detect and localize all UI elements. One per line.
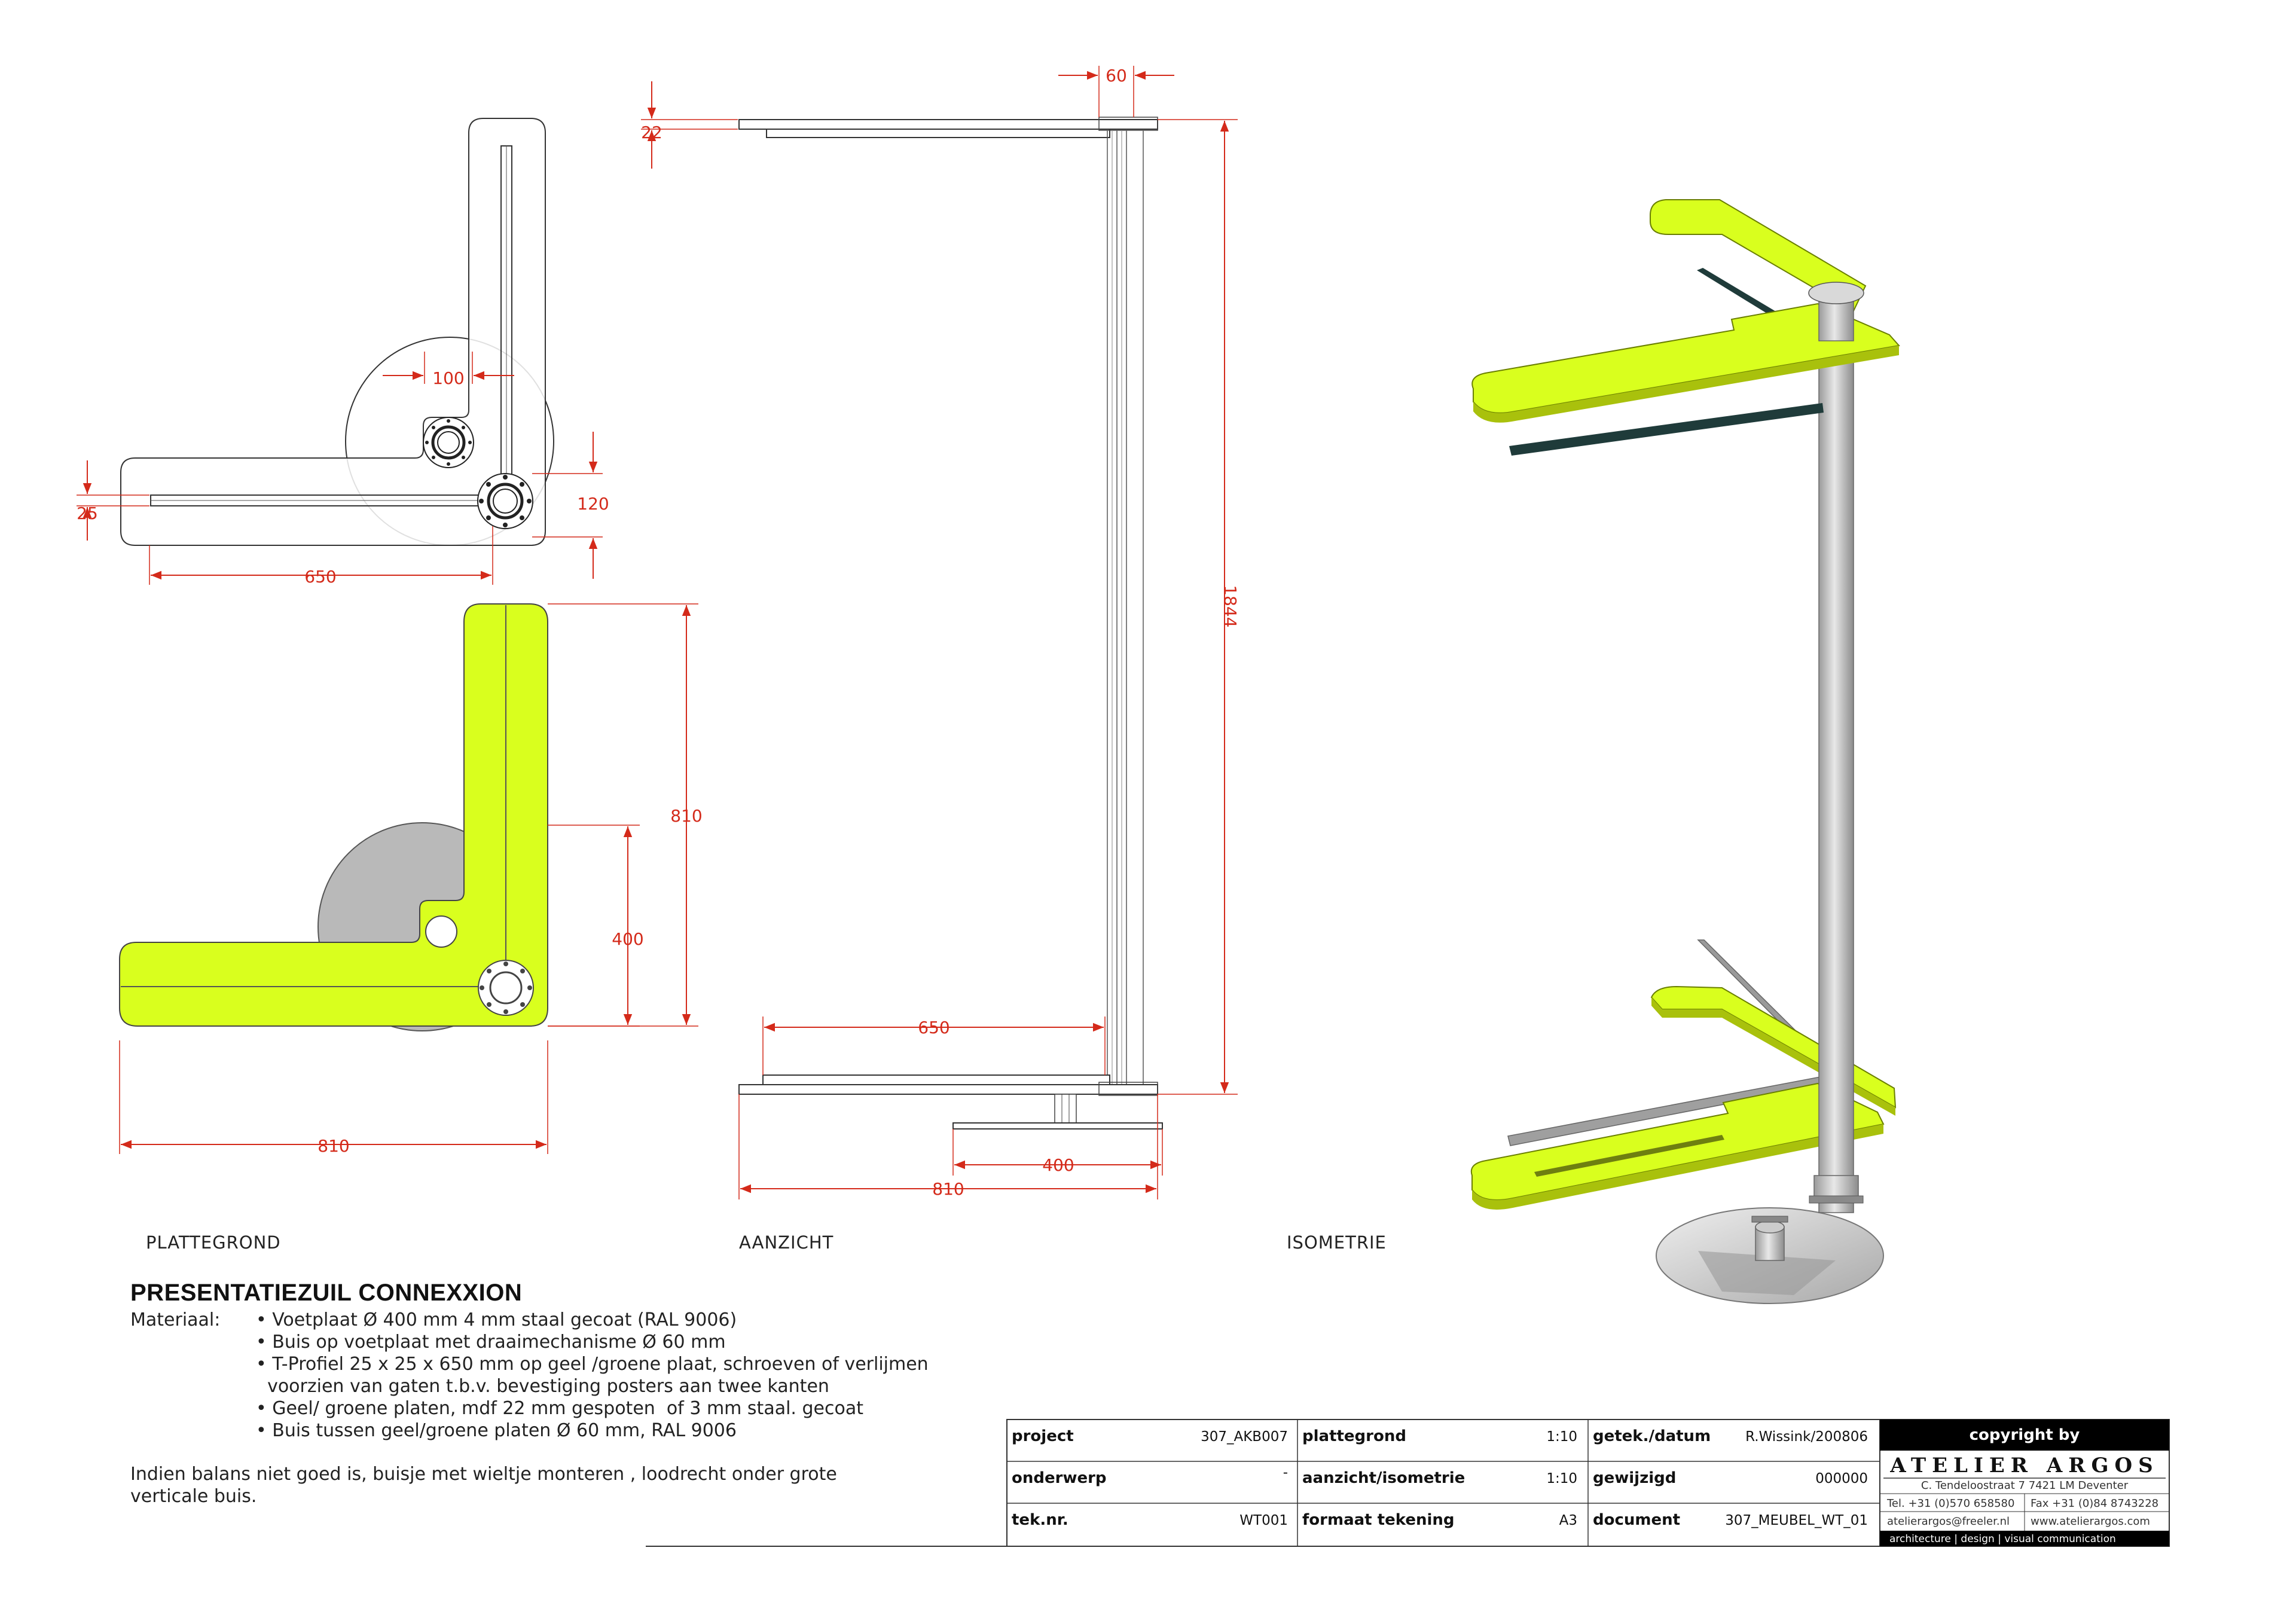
tb-subject-label: onderwerp	[1012, 1469, 1107, 1487]
tb-project-value: 307_AKB007	[1201, 1429, 1288, 1445]
top-plate-upper	[738, 119, 1158, 130]
tb-plan-value: 1:10	[1546, 1429, 1577, 1445]
tb-document-label: document	[1593, 1511, 1680, 1529]
tb-changed-value: 000000	[1815, 1471, 1868, 1486]
dim-1844-label: 1844	[1220, 585, 1240, 627]
yellow-l-panel	[119, 603, 548, 1027]
dim-650-plan: 650	[149, 526, 493, 587]
base-plate-elevation	[952, 1122, 1163, 1130]
copyright-text: copyright by	[1970, 1426, 2080, 1444]
main-tube-flange	[477, 473, 533, 529]
tb-format-label: formaat tekening	[1302, 1511, 1455, 1529]
dim-400-vertical: 400	[548, 825, 644, 1027]
bottom-plate-lower	[738, 1084, 1158, 1095]
dim-810h-label: 810	[317, 1136, 349, 1156]
dim-650e-label: 650	[918, 1018, 949, 1037]
tb-subject-value: -	[1283, 1465, 1288, 1480]
bottom-plate-upper	[762, 1074, 1110, 1085]
dim-810-horizontal: 810	[119, 1040, 548, 1156]
tb-elev-label: aanzicht/isometrie	[1302, 1469, 1465, 1487]
small-tube-flange	[423, 417, 474, 468]
tb-document-value: 307_MEUBEL_WT_01	[1725, 1513, 1868, 1528]
dim-25: 25	[77, 460, 149, 541]
specification-notes: PRESENTATIEZUIL CONNEXXION Materiaal: • …	[130, 1280, 967, 1507]
dim-100-label: 100	[432, 368, 464, 388]
iso-upper-profile-front	[1509, 403, 1824, 456]
material-item: • Voetplaat Ø 400 mm 4 mm staal gecoat (…	[256, 1309, 737, 1330]
dim-810v-label: 810	[670, 806, 702, 826]
vertical-tube	[1107, 130, 1144, 1087]
company-website[interactable]: www.atelierargos.com	[2031, 1515, 2150, 1528]
tb-drawn-label: getek./datum	[1593, 1427, 1711, 1445]
dim-22: 22	[641, 81, 738, 169]
material-list: • Voetplaat Ø 400 mm 4 mm staal gecoat (…	[256, 1309, 929, 1442]
company-tel: Tel. +31 (0)570 658580	[1886, 1497, 2014, 1510]
tb-plan-label: plattegrond	[1302, 1427, 1406, 1445]
dim-400e-label: 400	[1042, 1155, 1074, 1175]
company-address: C. Tendeloostraat 7 7421 LM Deventer	[1921, 1479, 2129, 1492]
dim-400v-label: 400	[612, 929, 643, 949]
iso-main-tube	[1818, 334, 1854, 1213]
dim-22-label: 22	[641, 123, 662, 142]
company-email[interactable]: atelierargos@freeler.nl	[1887, 1515, 2010, 1528]
elevation-view: 60 22 1844 650	[641, 66, 1240, 1199]
dim-60: 60	[1058, 66, 1174, 117]
isometric-view	[1470, 199, 1900, 1304]
tb-number-value: WT001	[1239, 1513, 1288, 1528]
plan-view-outline: 100 25 120 650	[77, 118, 609, 587]
title-block: project 307_AKB007 plattegrond 1:10 gete…	[646, 1419, 2170, 1547]
dim-120-label: 120	[577, 494, 609, 514]
drawing-title: PRESENTATIEZUIL CONNEXXION	[130, 1280, 523, 1306]
dim-810-vertical: 810	[548, 603, 703, 1027]
dim-60-label: 60	[1106, 66, 1127, 86]
iso-top-cap	[1808, 282, 1864, 304]
copyright-banner	[1880, 1420, 2169, 1451]
dim-650-label: 650	[304, 567, 336, 587]
balance-remark: Indien balans niet goed is, buisje met w…	[130, 1464, 837, 1507]
label-plattegrond: PLATTEGROND	[146, 1232, 281, 1253]
iso-upper-yellow-left	[1471, 303, 1900, 414]
company-logo-name: ATELIER ARGOS	[1889, 1454, 2158, 1478]
material-item: voorzien van gaten t.b.v. bevestiging po…	[256, 1376, 829, 1397]
top-plate-lower	[766, 129, 1110, 138]
dim-650-elevation: 650	[762, 1016, 1106, 1075]
material-item: • Buis tussen geel/groene platen Ø 60 mm…	[256, 1420, 737, 1441]
tagline-banner	[1880, 1531, 2169, 1546]
material-section: Materiaal: • Voetplaat Ø 400 mm 4 mm sta…	[130, 1309, 967, 1442]
tb-elev-value: 1:10	[1546, 1471, 1577, 1486]
material-item: • T-Profiel 25 x 25 x 650 mm op geel /gr…	[256, 1354, 929, 1375]
tb-format-value: A3	[1559, 1513, 1577, 1528]
material-item: • Buis op voetplaat met draaimechanisme …	[256, 1332, 726, 1353]
dim-25-label: 25	[77, 503, 98, 523]
material-item: • Geel/ groene platen, mdf 22 mm gespote…	[256, 1398, 863, 1419]
plan-view-colored: 810 400 810	[119, 603, 703, 1156]
tb-project-label: project	[1012, 1427, 1074, 1445]
dim-1844: 1844	[1158, 119, 1240, 1095]
l-shape-panel-outline	[120, 118, 546, 546]
tb-drawn-value: R.Wissink/200806	[1745, 1429, 1868, 1445]
label-aanzicht: AANZICHT	[739, 1232, 833, 1253]
label-isometrie: ISOMETRIE	[1287, 1232, 1387, 1253]
tb-changed-label: gewijzigd	[1593, 1469, 1676, 1487]
company-tagline: architecture | design | visual communica…	[1889, 1533, 2116, 1545]
dim-120: 120	[532, 432, 609, 579]
material-label: Materiaal:	[130, 1309, 221, 1330]
iso-lower-yellow-left	[1470, 1082, 1885, 1201]
tb-number-label: tek.nr.	[1012, 1511, 1068, 1529]
company-fax: Fax +31 (0)84 8743228	[2031, 1497, 2158, 1510]
dim-400-elevation: 400	[952, 1129, 1163, 1176]
small-hole	[425, 915, 457, 948]
dim-100: 100	[383, 352, 514, 388]
dim-810-elevation: 810	[738, 1094, 1158, 1199]
dim-810e-label: 810	[932, 1179, 964, 1199]
flange-colored	[478, 960, 534, 1016]
